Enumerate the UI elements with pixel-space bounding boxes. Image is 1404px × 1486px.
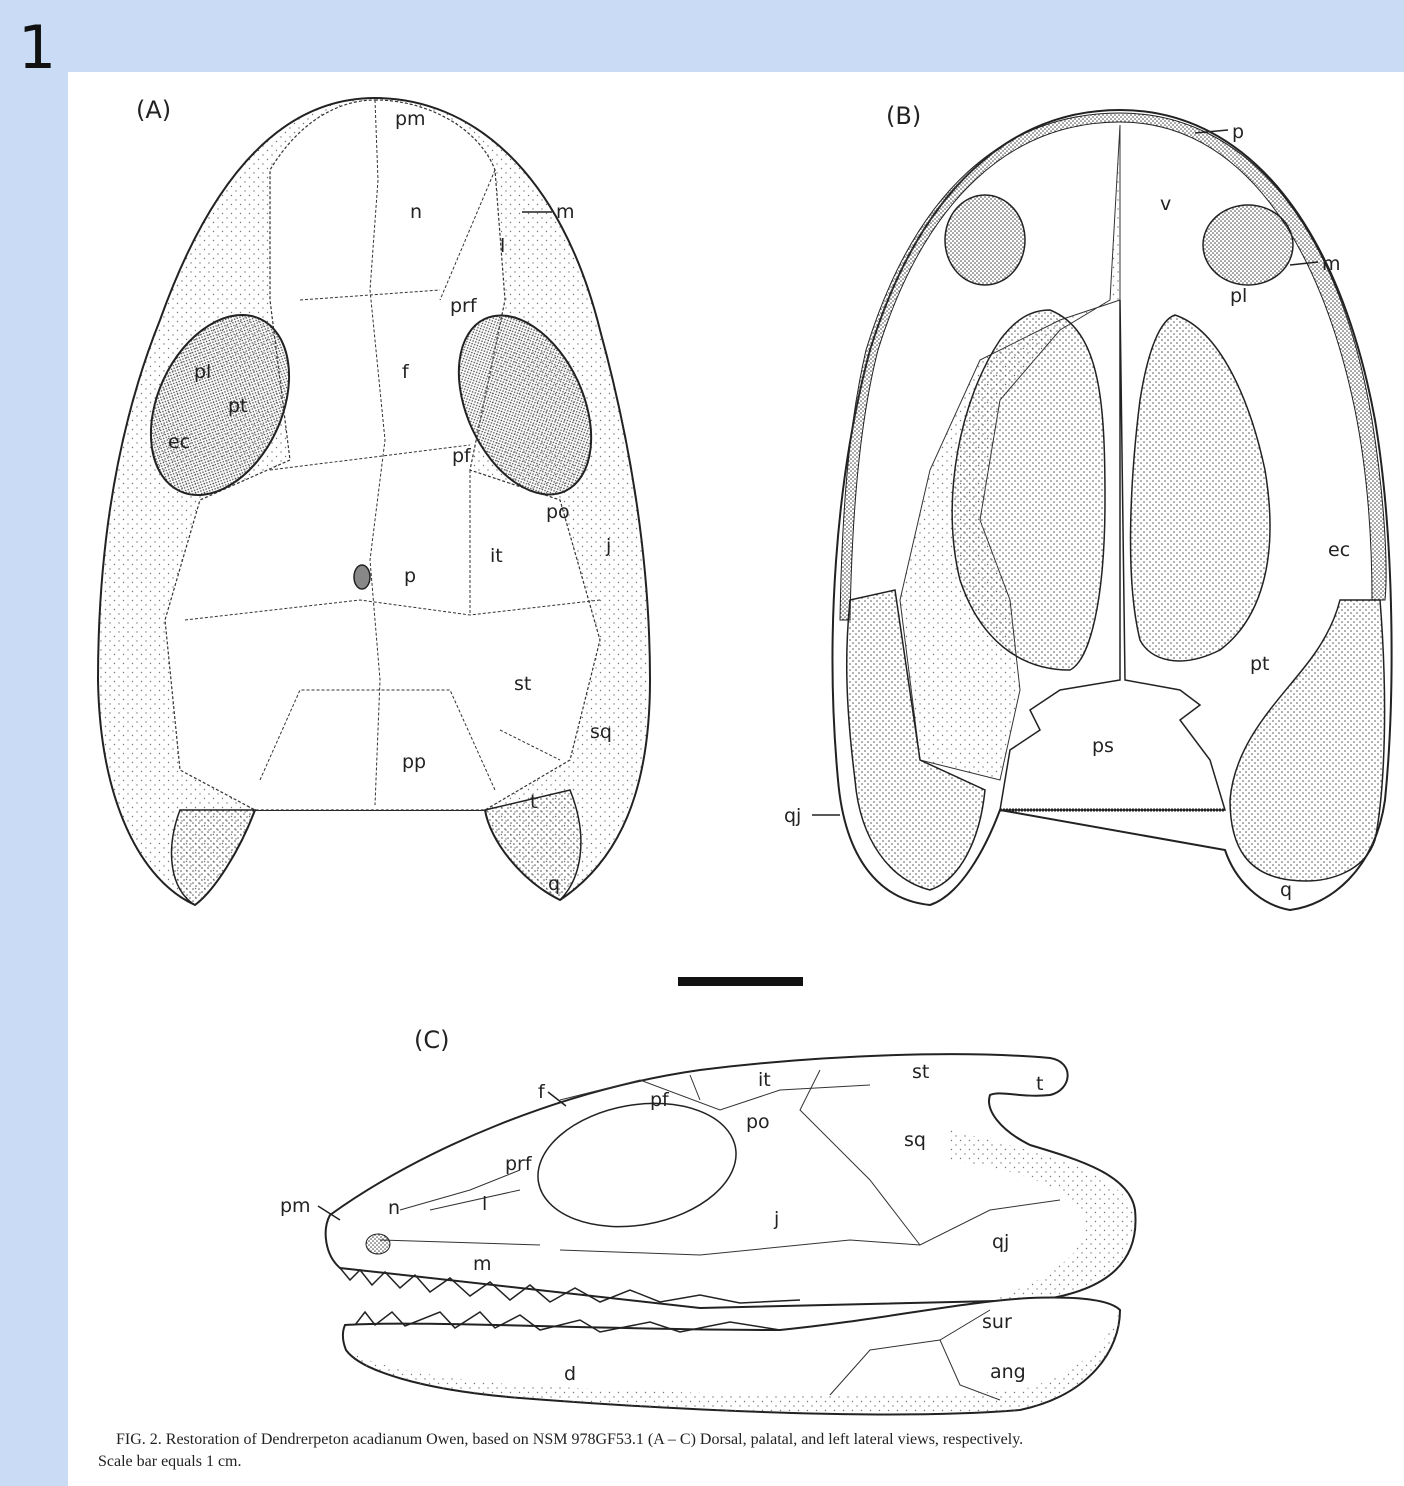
- panel-a-left-quadrate: [172, 810, 255, 905]
- panel-c-nostril: [366, 1234, 390, 1254]
- caption-line-2: Scale bar equals 1 cm.: [98, 1453, 242, 1470]
- panel-a-bone-t: t: [530, 791, 537, 813]
- panel-a-bone-sq: sq: [590, 721, 612, 743]
- panel-a-pineal-foramen: [354, 565, 370, 589]
- panel-c-bone-prf: prf: [505, 1153, 533, 1175]
- panel-c-cranium-outline: [326, 1054, 1136, 1308]
- slide-number: 1: [18, 8, 56, 88]
- caption-line-1: FIG. 2. Restoration of Dendrerpeton acad…: [98, 1429, 1388, 1451]
- panel-b-bone-pt: pt: [1250, 653, 1270, 675]
- panel-a-label: (A): [136, 96, 171, 124]
- panel-a-bone-j: j: [605, 535, 611, 557]
- panel-a-bone-pm: pm: [395, 108, 426, 130]
- panel-a-bone-l: l: [500, 235, 505, 257]
- panel-c-bone-sq: sq: [904, 1129, 926, 1151]
- panel-b-bone-qj: qj: [784, 805, 801, 827]
- panel-a-bone-n: n: [410, 201, 422, 223]
- panel-a-bone-st: st: [514, 673, 531, 695]
- panel-b-bone-ec: ec: [1328, 539, 1350, 561]
- panel-a-bone-q: q: [548, 873, 560, 895]
- panel-c-bone-j: j: [773, 1208, 779, 1230]
- panel-b-bone-p: p: [1232, 121, 1244, 143]
- panel-b-label: (B): [886, 102, 921, 130]
- panel-c-lateral-view: (C) f pf it st: [280, 1026, 1136, 1414]
- panel-c-bone-f: f: [538, 1081, 546, 1103]
- panel-c-label: (C): [414, 1026, 449, 1054]
- panel-a-bone-po: po: [546, 501, 570, 523]
- panel-a-bone-p: p: [404, 565, 416, 587]
- panel-c-bone-pf: pf: [650, 1089, 670, 1111]
- panel-c-bone-st: st: [912, 1061, 929, 1083]
- panel-b-bone-v: v: [1160, 193, 1171, 215]
- panel-c-bone-qj: qj: [992, 1231, 1009, 1253]
- panel-c-bone-d: d: [564, 1363, 576, 1385]
- panel-a-bone-it: it: [490, 545, 503, 567]
- panel-c-bone-sur: sur: [982, 1311, 1012, 1333]
- panel-b-left-choana: [945, 195, 1025, 285]
- panel-a-bone-m: m: [556, 201, 575, 223]
- figure-caption: FIG. 2. Restoration of Dendrerpeton acad…: [98, 1429, 1388, 1473]
- panel-c-bone-pm: pm: [280, 1195, 311, 1217]
- panel-c-bone-l: l: [482, 1193, 487, 1215]
- panel-b-right-choana: [1203, 205, 1293, 285]
- panel-b-palatal-view: (B) p v m pl ec pt ps qj q: [784, 102, 1392, 910]
- panel-b-bone-ps: ps: [1092, 735, 1114, 757]
- panel-a-bone-prf: prf: [450, 295, 478, 317]
- panel-c-bone-m: m: [473, 1253, 492, 1275]
- panel-c-bone-ang: ang: [990, 1361, 1026, 1383]
- panel-a-bone-ec: ec: [168, 431, 190, 453]
- panel-c-bone-po: po: [746, 1111, 770, 1133]
- skull-figure: (A) pm n m l prf pl pt ec f: [68, 72, 1404, 1486]
- panel-a-dorsal-view: (A) pm n m l prf pl pt ec f: [98, 96, 650, 905]
- panel-b-bone-m: m: [1322, 253, 1341, 275]
- scale-bar: [678, 977, 803, 986]
- panel-c-bone-it: it: [758, 1069, 771, 1091]
- figure-panel: (A) pm n m l prf pl pt ec f: [68, 72, 1404, 1486]
- panel-c-bone-n: n: [388, 1197, 400, 1219]
- panel-c-bone-t: t: [1036, 1073, 1043, 1095]
- panel-a-bone-pf: pf: [452, 445, 472, 467]
- panel-a-bone-pl: pl: [194, 361, 211, 383]
- panel-a-bone-pt: pt: [228, 395, 248, 417]
- panel-a-bone-pp: pp: [402, 751, 426, 773]
- panel-b-bone-pl: pl: [1230, 285, 1247, 307]
- panel-b-bone-q: q: [1280, 879, 1292, 901]
